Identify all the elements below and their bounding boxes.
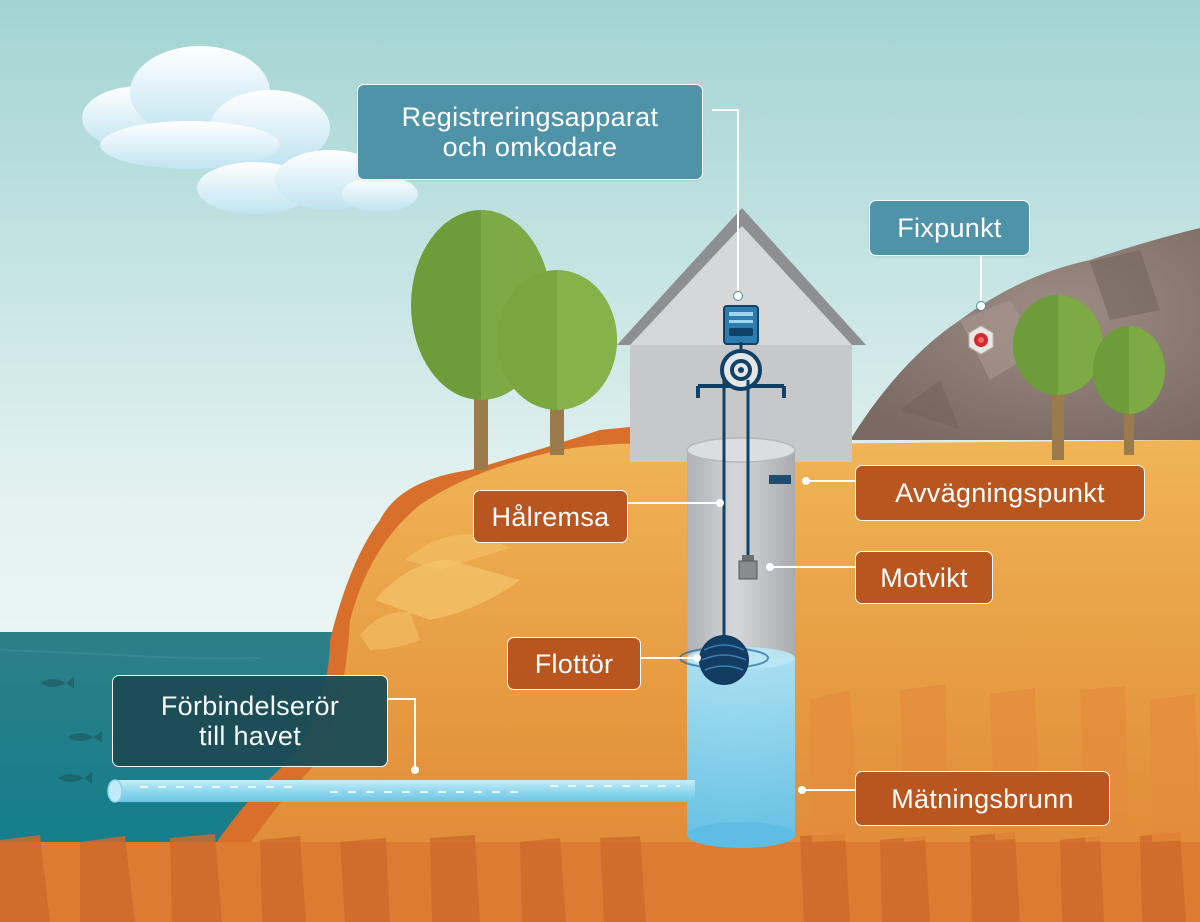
counterweight-icon bbox=[738, 555, 758, 580]
leader-dot bbox=[977, 302, 985, 310]
leader-dot bbox=[802, 477, 810, 485]
label-counterweight: Motvikt bbox=[855, 551, 993, 604]
tree bbox=[497, 270, 617, 455]
leader-line bbox=[980, 254, 982, 306]
leader-dot bbox=[734, 292, 742, 300]
leader-line bbox=[388, 698, 416, 700]
leader-line bbox=[737, 109, 739, 297]
leader-line bbox=[770, 566, 856, 568]
levelling-marker bbox=[769, 475, 791, 484]
label-connecting-pipe-line1: Förbindelserör bbox=[160, 691, 340, 721]
leader-dot bbox=[766, 563, 774, 571]
tape bbox=[722, 342, 750, 640]
label-float: Flottör bbox=[507, 637, 641, 690]
leader-line bbox=[628, 502, 720, 504]
recorder-device-icon bbox=[723, 305, 759, 345]
label-gauge-well: Mätningsbrunn bbox=[855, 771, 1110, 826]
label-tape: Hålremsa bbox=[473, 490, 628, 543]
leader-line bbox=[802, 789, 856, 791]
connecting-pipe bbox=[107, 779, 695, 803]
label-connecting-pipe: Förbindelserör till havet bbox=[112, 675, 388, 767]
tree bbox=[1013, 295, 1103, 460]
leader-line bbox=[712, 109, 738, 111]
benchmark-bolt-icon bbox=[968, 325, 994, 355]
label-levelling-point: Avvägningspunkt bbox=[855, 465, 1145, 521]
tree bbox=[1093, 326, 1165, 455]
cloud bbox=[82, 46, 418, 214]
fish-icon bbox=[40, 677, 102, 784]
leader-dot bbox=[798, 786, 806, 794]
label-recorder-line2: och omkodare bbox=[442, 132, 618, 162]
leader-dot bbox=[693, 654, 701, 662]
pulley-wheel-icon bbox=[696, 349, 786, 398]
label-connecting-pipe-line2: till havet bbox=[198, 721, 302, 751]
label-recorder-line1: Registreringsapparat bbox=[401, 102, 659, 132]
leader-line bbox=[641, 657, 697, 659]
leader-dot bbox=[716, 499, 724, 507]
leader-line bbox=[806, 480, 856, 482]
label-benchmark: Fixpunkt bbox=[869, 200, 1030, 256]
float-ball-icon bbox=[679, 635, 769, 685]
label-recorder: Registreringsapparat och omkodare bbox=[357, 84, 703, 180]
leader-dot bbox=[411, 766, 419, 774]
leader-line bbox=[414, 698, 416, 770]
